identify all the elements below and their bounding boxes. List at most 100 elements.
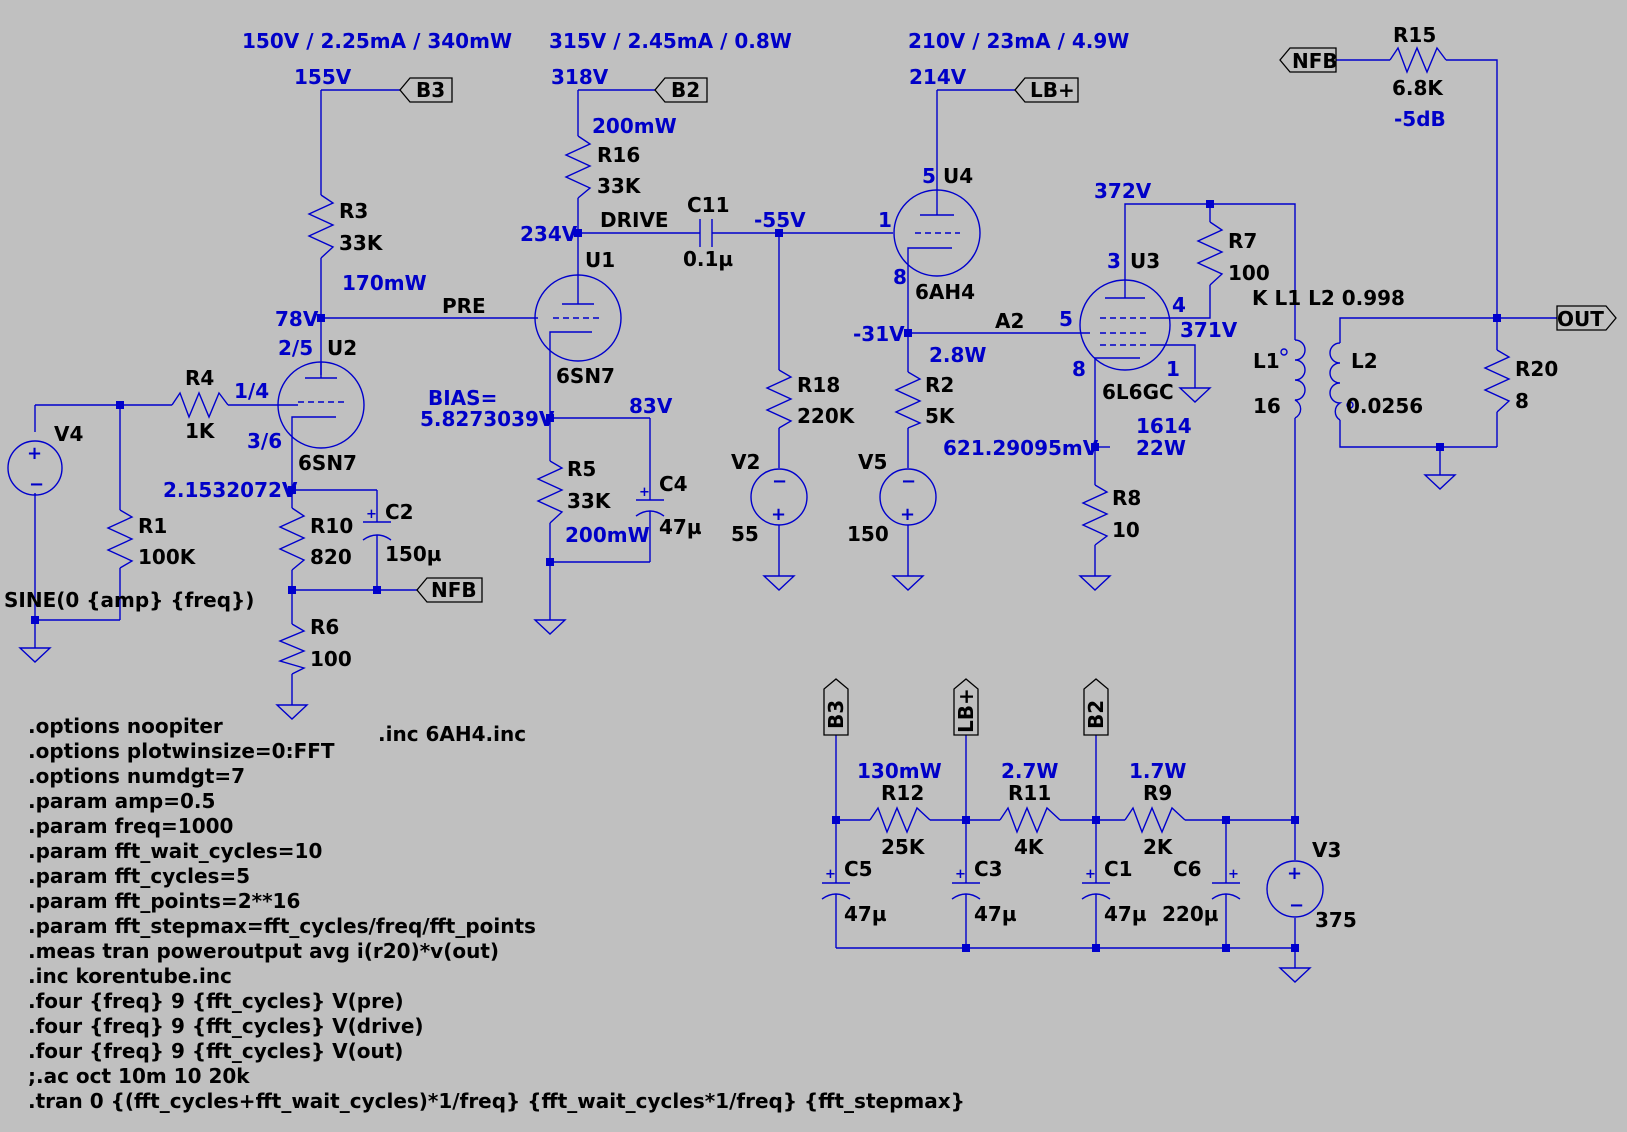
u3-pin-suppressor: 1 xyxy=(1166,357,1180,381)
tubes xyxy=(277,189,1171,449)
net-label-lb-top: LB+ xyxy=(1030,78,1075,102)
r5-value: 33K xyxy=(567,489,612,513)
u3-name: U3 xyxy=(1130,249,1160,273)
u3-pin-cathode: 8 xyxy=(1072,357,1086,381)
r16-power: 200mW xyxy=(592,114,677,138)
svg-text:+: + xyxy=(1287,863,1302,884)
lb-node-voltage: 214V xyxy=(909,65,967,89)
wires xyxy=(34,59,1606,968)
r15-value: 6.8K xyxy=(1392,76,1444,100)
u2-op-point: 150V / 2.25mA / 340mW xyxy=(242,29,512,53)
b3-node-voltage: 155V xyxy=(294,65,352,89)
u3-model: 6L6GC xyxy=(1102,380,1174,404)
net-label-b2-top: B2 xyxy=(671,78,700,102)
c6-symbol: + xyxy=(1211,865,1241,900)
u1-plate-voltage: 234V xyxy=(520,222,578,246)
directive-line: .options plotwinsize=0:FFT xyxy=(28,739,335,763)
c5-symbol: + xyxy=(821,865,851,900)
v2-name: V2 xyxy=(731,450,760,474)
directive-line: .options noopiter xyxy=(28,714,223,738)
v4-value: SINE(0 {amp} {freq}) xyxy=(4,588,254,612)
l1-name: L1 xyxy=(1253,349,1280,373)
r7-symbol xyxy=(1196,221,1224,286)
directive-line: .tran 0 {(fft_cycles+fft_wait_cycles)*1/… xyxy=(28,1089,965,1113)
net-label-b3-top: B3 xyxy=(416,78,445,102)
directive-line: ;.ac oct 10m 10 20k xyxy=(28,1064,250,1088)
junctions xyxy=(31,200,1501,952)
c11-value: 0.1µ xyxy=(683,247,733,271)
net-a2: A2 xyxy=(995,309,1024,333)
r18-value: 220K xyxy=(797,404,856,428)
net-flags: B3 B2 LB+ NFB NFB OUT B3 LB+ B2 xyxy=(399,47,1617,736)
operating-point-labels: 150V / 2.25mA / 340mW 315V / 2.45mA / 0.… xyxy=(242,29,1129,53)
capacitors: + + + + + xyxy=(362,219,1241,900)
c4-name: C4 xyxy=(659,472,688,496)
r7-value: 100 xyxy=(1228,261,1270,285)
r5-name: R5 xyxy=(567,457,596,481)
c2-symbol: + xyxy=(362,505,392,560)
c4-value: 47µ xyxy=(659,515,702,539)
c1-value: 47µ xyxy=(1104,902,1147,926)
net-name-labels: PRE DRIVE A2 xyxy=(442,208,1024,333)
u2-name: U2 xyxy=(327,336,357,360)
r5-power: 200mW xyxy=(565,523,650,547)
u3-plate-voltage: 372V xyxy=(1094,179,1152,203)
directive-line: .four {freq} 9 {fft_cycles} V(drive) xyxy=(28,1014,424,1038)
u2-pin-cathode: 3/6 xyxy=(247,429,282,453)
directive-line: .options numdgt=7 xyxy=(28,764,245,788)
v3-value: 375 xyxy=(1315,908,1357,932)
c4-symbol: + xyxy=(635,485,665,518)
r18-name: R18 xyxy=(797,373,840,397)
r10-value: 820 xyxy=(310,545,352,569)
c1-symbol: + xyxy=(1081,865,1111,900)
u4-model: 6AH4 xyxy=(915,280,975,304)
net-drive: DRIVE xyxy=(600,208,669,232)
c6-value: 220µ xyxy=(1162,902,1219,926)
b2-node-voltage: 318V xyxy=(551,65,609,89)
sources: + − − + − + + − xyxy=(7,440,1324,918)
l2-name: L2 xyxy=(1351,349,1378,373)
c3-symbol: + xyxy=(951,865,981,900)
u1-model: 6SN7 xyxy=(556,364,615,388)
u4-pin-cathode: 8 xyxy=(893,265,907,289)
r12-value: 25K xyxy=(881,835,926,859)
net-label-out: OUT xyxy=(1557,307,1604,331)
bias-value: 5.8273039V xyxy=(420,407,555,431)
c5-name: C5 xyxy=(844,857,873,881)
v2-source-symbol: − + xyxy=(750,468,808,526)
directive-line: .param amp=0.5 xyxy=(28,789,215,813)
c1-name: C1 xyxy=(1104,857,1133,881)
u4-op-point: 210V / 23mA / 4.9W xyxy=(908,29,1129,53)
c4-node-voltage: 83V xyxy=(629,394,673,418)
v5-source-symbol: − + xyxy=(879,468,937,526)
r6-value: 100 xyxy=(310,647,352,671)
r6-name: R6 xyxy=(310,615,339,639)
u4-name: U4 xyxy=(943,164,973,188)
u1-name: U1 xyxy=(585,248,615,272)
l2-winding xyxy=(1329,342,1343,421)
c3-name: C3 xyxy=(974,857,1003,881)
c11-name: C11 xyxy=(687,193,730,217)
svg-text:+: + xyxy=(366,507,377,522)
r4-name: R4 xyxy=(185,366,214,390)
r20-name: R20 xyxy=(1515,357,1558,381)
u4-tube-symbol xyxy=(893,189,981,277)
r15-name: R15 xyxy=(1393,23,1436,47)
c11-symbol xyxy=(699,219,713,247)
r11-symbol xyxy=(999,806,1061,834)
r2-symbol xyxy=(894,371,922,429)
c6-name: C6 xyxy=(1173,857,1202,881)
r1-value: 100K xyxy=(138,545,197,569)
v5-value: 150 xyxy=(847,522,889,546)
r9-name: R9 xyxy=(1143,781,1172,805)
c3-value: 47µ xyxy=(974,902,1017,926)
pin-labels: 2/5 1/4 3/6 5 1 8 3 4 5 8 1 xyxy=(234,164,1186,453)
r11-value: 4K xyxy=(1014,835,1045,859)
node-voltage-labels: 155V 318V 214V 372V 234V -55V 78V -31V 3… xyxy=(163,65,1238,502)
u2-pin-grid: 1/4 xyxy=(234,379,269,403)
svg-text:+: + xyxy=(1228,867,1239,882)
r11-name: R11 xyxy=(1008,781,1051,805)
u3-tube-symbol xyxy=(1079,279,1171,371)
resistors xyxy=(106,46,1511,834)
r10-symbol xyxy=(278,507,306,571)
